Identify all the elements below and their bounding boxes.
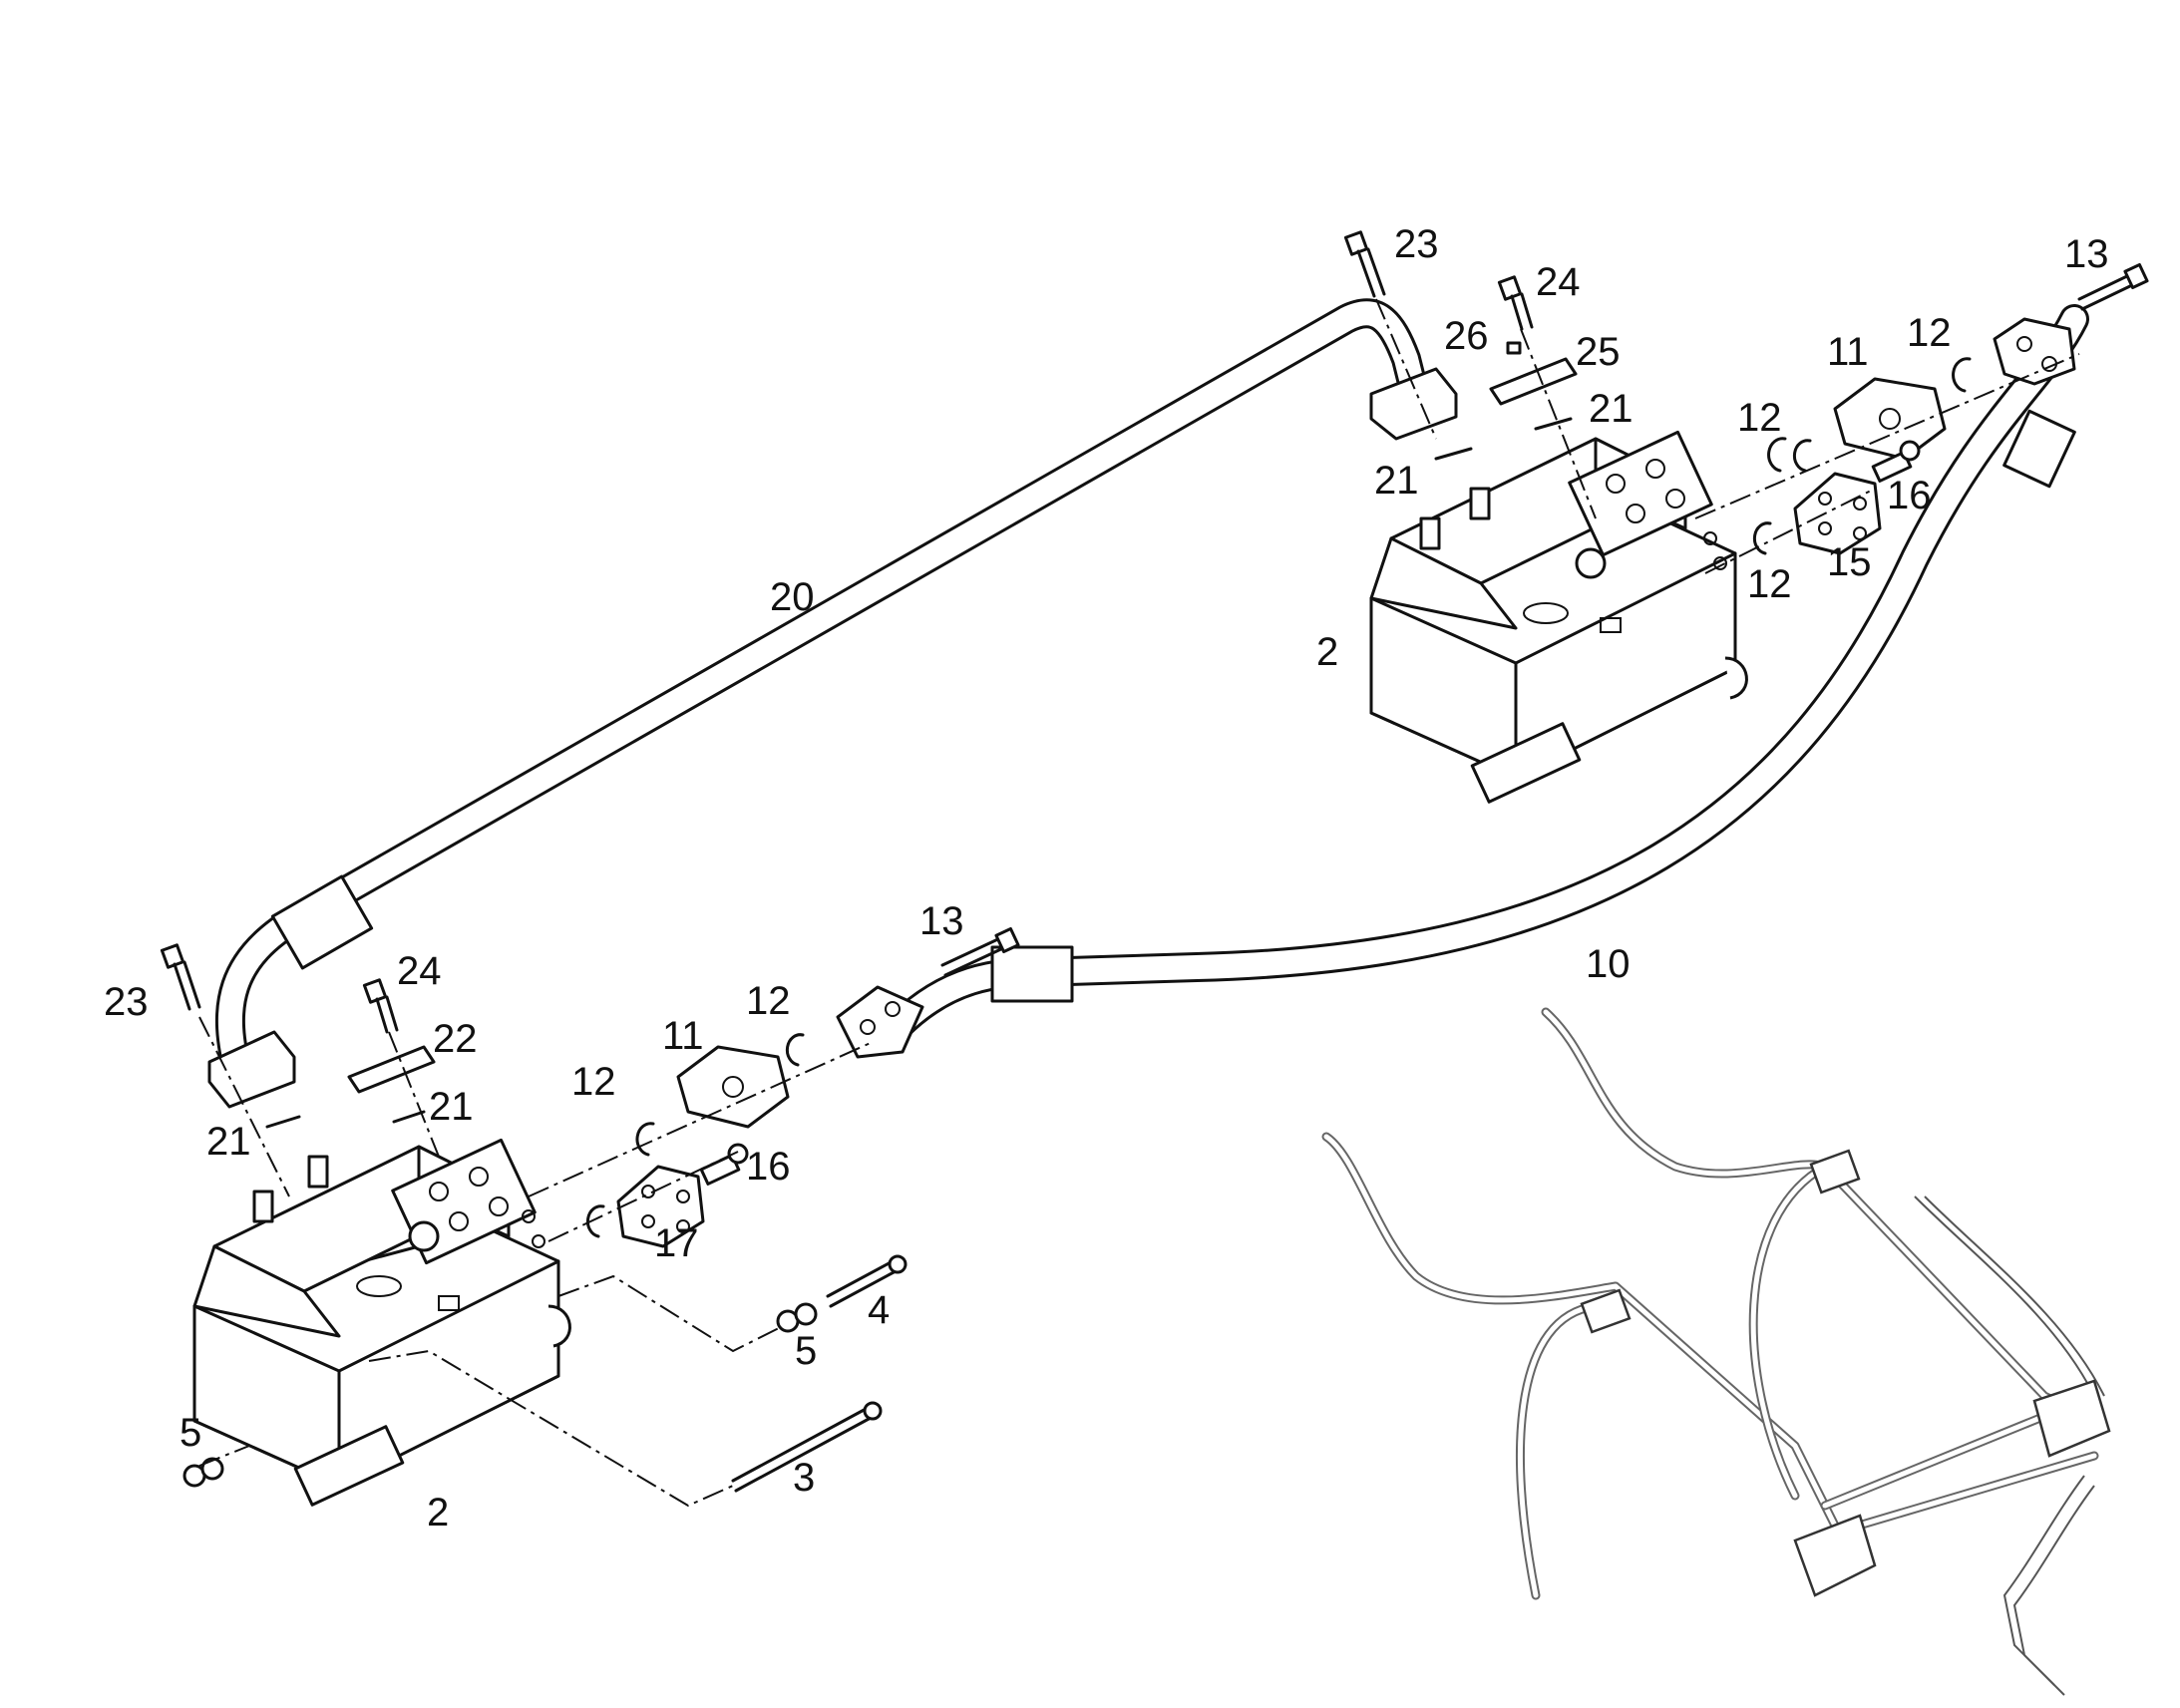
callout-21-d: 21: [1374, 459, 1419, 503]
callout-23-lower: 23: [104, 980, 149, 1024]
callout-24-lower: 24: [397, 949, 442, 993]
callout-12-top: 12: [1907, 311, 1952, 355]
callout-10: 10: [1586, 942, 1631, 986]
overview-block-right: [2032, 1379, 2111, 1458]
block-base-rail: [293, 1425, 405, 1507]
bolt-24-upper: [1497, 275, 1534, 331]
assembly-lines: [198, 298, 2080, 1508]
flange-15: [1793, 472, 1882, 555]
callout-11-upper: 11: [1827, 330, 1869, 374]
block-slot: [1523, 602, 1569, 624]
callout-21-b: 21: [429, 1085, 474, 1129]
callout-23-upper: 23: [1394, 222, 1439, 266]
oring-12-c: [585, 1204, 605, 1238]
callout-21-c: 21: [1589, 387, 1634, 431]
callout-22: 22: [433, 1017, 478, 1061]
callout-2-upper: 2: [1316, 630, 1338, 674]
seal-21-d: [1534, 417, 1573, 431]
plate-22: [347, 1045, 436, 1094]
block-stud-2: [307, 1155, 329, 1189]
hose-20-flange-left: [207, 1030, 296, 1109]
overview-block-left: [1793, 1514, 1877, 1597]
hose-10-ferrule-upper: [2002, 409, 2076, 489]
block-plug: [1575, 547, 1607, 579]
hose-20-ferrule-lower: [270, 874, 374, 970]
oring-12-e: [1952, 357, 1972, 393]
manifold-block-lower: [192, 1138, 571, 1507]
seal-21-c: [1434, 447, 1473, 461]
callouts: 23 24 26 25 21 21 13 12 11 12 16 15 12 2…: [104, 222, 2109, 1535]
oring-12-b: [785, 1033, 805, 1067]
bolt-24-lower: [362, 978, 399, 1034]
block-valve-plate: [1568, 430, 1713, 557]
callout-11-lower: 11: [662, 1014, 704, 1058]
callout-12-upper-left: 12: [1737, 396, 1782, 440]
nut-5-right: [776, 1302, 818, 1333]
callout-4: 4: [868, 1288, 890, 1332]
oring-12-d: [1792, 439, 1812, 473]
flange-11-lower: [676, 1045, 790, 1129]
callout-20: 20: [770, 575, 815, 619]
nut-5-left: [182, 1457, 224, 1488]
plate-25: [1489, 357, 1578, 406]
block-stud-1: [1419, 516, 1441, 550]
oring-12-g: [1767, 437, 1787, 473]
callout-12-upper-low: 12: [1747, 562, 1792, 606]
callout-24-upper: 24: [1536, 260, 1581, 304]
callout-16-lower: 16: [746, 1145, 791, 1189]
hose-10: [883, 304, 2089, 1042]
oring-12-f: [1752, 521, 1772, 555]
callout-15: 15: [1827, 540, 1872, 584]
callout-17: 17: [654, 1221, 699, 1265]
oring-12-a: [635, 1122, 655, 1157]
hose-20-flange-right: [1369, 367, 1458, 441]
bolt-23-lower: [160, 943, 201, 1011]
seal-21-b: [392, 1110, 426, 1124]
callout-12-lower-mid: 12: [746, 979, 791, 1023]
callout-26: 26: [1444, 314, 1489, 358]
block-base-rail: [1470, 722, 1582, 804]
hose-20: [214, 298, 1431, 1092]
callout-13-upper: 13: [2064, 232, 2109, 276]
callout-2-lower: 2: [427, 1491, 449, 1535]
tie-rod-4: [826, 1254, 908, 1308]
flange-11-upper: [1833, 377, 1947, 461]
callout-5-right: 5: [795, 1329, 817, 1373]
plug-26: [1506, 341, 1522, 355]
callout-12-lower-left: 12: [571, 1060, 616, 1104]
flange-17: [616, 1165, 705, 1248]
seal-21-a: [265, 1115, 301, 1129]
fitting-16-lower: [699, 1143, 749, 1186]
overview-inset: [1321, 1007, 2111, 1696]
callout-21-a: 21: [206, 1120, 251, 1164]
callout-5-left: 5: [180, 1411, 201, 1455]
manifold-block-upper: [1369, 430, 1748, 804]
block-slot: [356, 1275, 402, 1297]
block-stud-1: [252, 1190, 274, 1223]
callout-13-lower: 13: [919, 899, 964, 943]
tie-rod-3: [731, 1401, 883, 1493]
hose-10-flange-right: [1993, 317, 2076, 386]
hose-10-ferrule-lower: [990, 945, 1074, 1003]
bolt-23-upper: [1343, 230, 1386, 298]
bolt-13-lower: [940, 926, 1020, 977]
fitting-16-upper: [1871, 440, 1921, 483]
block-lifting-eye: [547, 1304, 571, 1348]
callout-3: 3: [793, 1456, 815, 1500]
callout-25: 25: [1576, 330, 1621, 374]
callout-16-upper: 16: [1887, 474, 1932, 517]
block-lifting-eye: [1724, 656, 1748, 700]
block-stud-2: [1469, 487, 1491, 520]
bolt-13-upper: [2077, 262, 2149, 311]
block-plug: [408, 1220, 440, 1252]
